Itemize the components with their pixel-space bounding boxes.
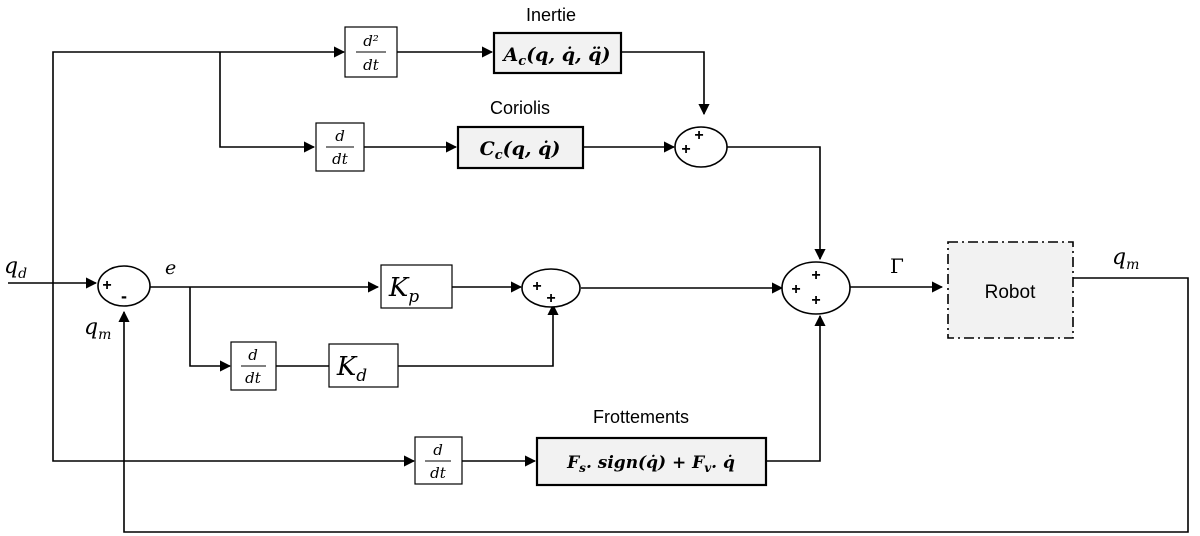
robot-block: Robot — [947, 241, 1074, 339]
wire-ac-to-sum-top — [621, 51, 710, 116]
sum-main-plus-left: + — [791, 281, 800, 298]
wire-frottements-to-sum-main — [766, 314, 826, 462]
kp-block: Kp — [380, 264, 453, 309]
ddt-frottements-numerator: d — [433, 441, 443, 459]
wire-branch-kd — [189, 287, 232, 372]
d2dt-numerator: d² — [363, 32, 379, 50]
svg-text:Ac(q, q̇, q̈): Ac(q, q̇, q̈) — [502, 44, 611, 69]
ddt-frottements-denominator: dt — [430, 464, 447, 482]
ddt-kd-numerator: d — [248, 346, 258, 364]
error-signal-label: e — [165, 257, 176, 279]
inertie-label: Inertie — [526, 5, 576, 25]
frottements-block: Fs. sign(q̇) + Fv. q̇ — [535, 436, 768, 487]
ddt-block-coriolis: d dt — [315, 122, 365, 172]
ddt-coriolis-denominator: dt — [332, 150, 349, 168]
ac-arguments: (q, q̇, q̈) — [526, 44, 610, 66]
kd-subscript: d — [356, 366, 367, 386]
fr-fv-subscript: v — [704, 461, 712, 475]
ac-subscript: c — [518, 54, 526, 69]
sum-main-plus-top: + — [811, 267, 820, 284]
fr-velocity-term: . q̇ — [711, 453, 735, 473]
wire-feedforward-trunk — [52, 46, 346, 283]
d2dt-block: d² dt — [344, 26, 398, 78]
sum-top-plus-left: + — [681, 141, 690, 158]
qm-output-subscript: m — [1126, 257, 1139, 273]
svg-text:qd: qd — [4, 254, 27, 282]
svg-text:Kp: Kp — [388, 273, 419, 307]
kd-block: Kd — [328, 343, 399, 388]
wire-kd-to-sum-pd — [398, 303, 559, 367]
qm-output-symbol: q — [1112, 245, 1126, 270]
sum-top-plus-top: + — [694, 127, 703, 144]
qm-feedback-subscript: m — [98, 327, 111, 343]
qd-symbol: q — [4, 254, 18, 279]
sum-main-plus-bottom: + — [811, 292, 820, 309]
sum-error: + - — [97, 265, 151, 307]
wires — [8, 46, 1189, 533]
frottements-label: Frottements — [593, 407, 689, 427]
sum-pd: + + — [521, 268, 581, 308]
fr-fs-symbol: F — [566, 453, 581, 473]
svg-text:Kd: Kd — [336, 352, 367, 386]
sum-error-plus: + — [102, 277, 111, 294]
svg-text:qm: qm — [84, 315, 111, 343]
ddt-block-frottements: d dt — [414, 436, 463, 485]
fr-fv-symbol: F — [691, 453, 706, 473]
qd-subscript: d — [18, 266, 27, 282]
sum-main: + + + — [781, 261, 851, 315]
sum-pd-plus-bottom: + — [546, 290, 555, 307]
wire-sum-top-to-sum-main — [727, 146, 826, 261]
ac-block: Ac(q, q̇, q̈) — [492, 31, 623, 75]
ddt-block-kd: d dt — [230, 341, 277, 391]
sum-pd-plus-left: + — [532, 278, 541, 295]
cc-block: Cc(q, q̇) — [456, 125, 585, 170]
ddt-kd-denominator: dt — [245, 369, 262, 387]
kd-symbol: K — [336, 352, 358, 382]
svg-text:qm: qm — [1112, 245, 1139, 273]
gamma-signal-label: Γ — [890, 254, 904, 278]
fr-sign-term: . sign(q̇) + — [586, 453, 692, 473]
ddt-coriolis-numerator: d — [335, 127, 345, 145]
svg-text:Fs. sign(q̇) + Fv. q̇: Fs. sign(q̇) + Fv. q̇ — [566, 453, 735, 475]
coriolis-label: Coriolis — [490, 98, 550, 118]
svg-text:Cc(q, q̇): Cc(q, q̇) — [480, 138, 561, 163]
wire-branch-coriolis — [219, 52, 316, 153]
fr-fs-subscript: s — [579, 461, 586, 475]
sum-top: + + — [674, 126, 728, 168]
cc-symbol: C — [480, 138, 495, 160]
ac-symbol: A — [502, 44, 519, 66]
wire-feedback-loop — [118, 277, 1189, 533]
robot-label: Robot — [985, 282, 1036, 303]
d2dt-denominator: dt — [363, 56, 380, 74]
kp-symbol: K — [388, 273, 410, 303]
cc-subscript: c — [495, 148, 503, 163]
kp-subscript: p — [408, 287, 419, 307]
qm-feedback-symbol: q — [84, 315, 98, 340]
wire-branch-frottements — [52, 283, 416, 467]
sum-error-minus: - — [121, 286, 127, 306]
cc-arguments: (q, q̇) — [503, 138, 561, 160]
